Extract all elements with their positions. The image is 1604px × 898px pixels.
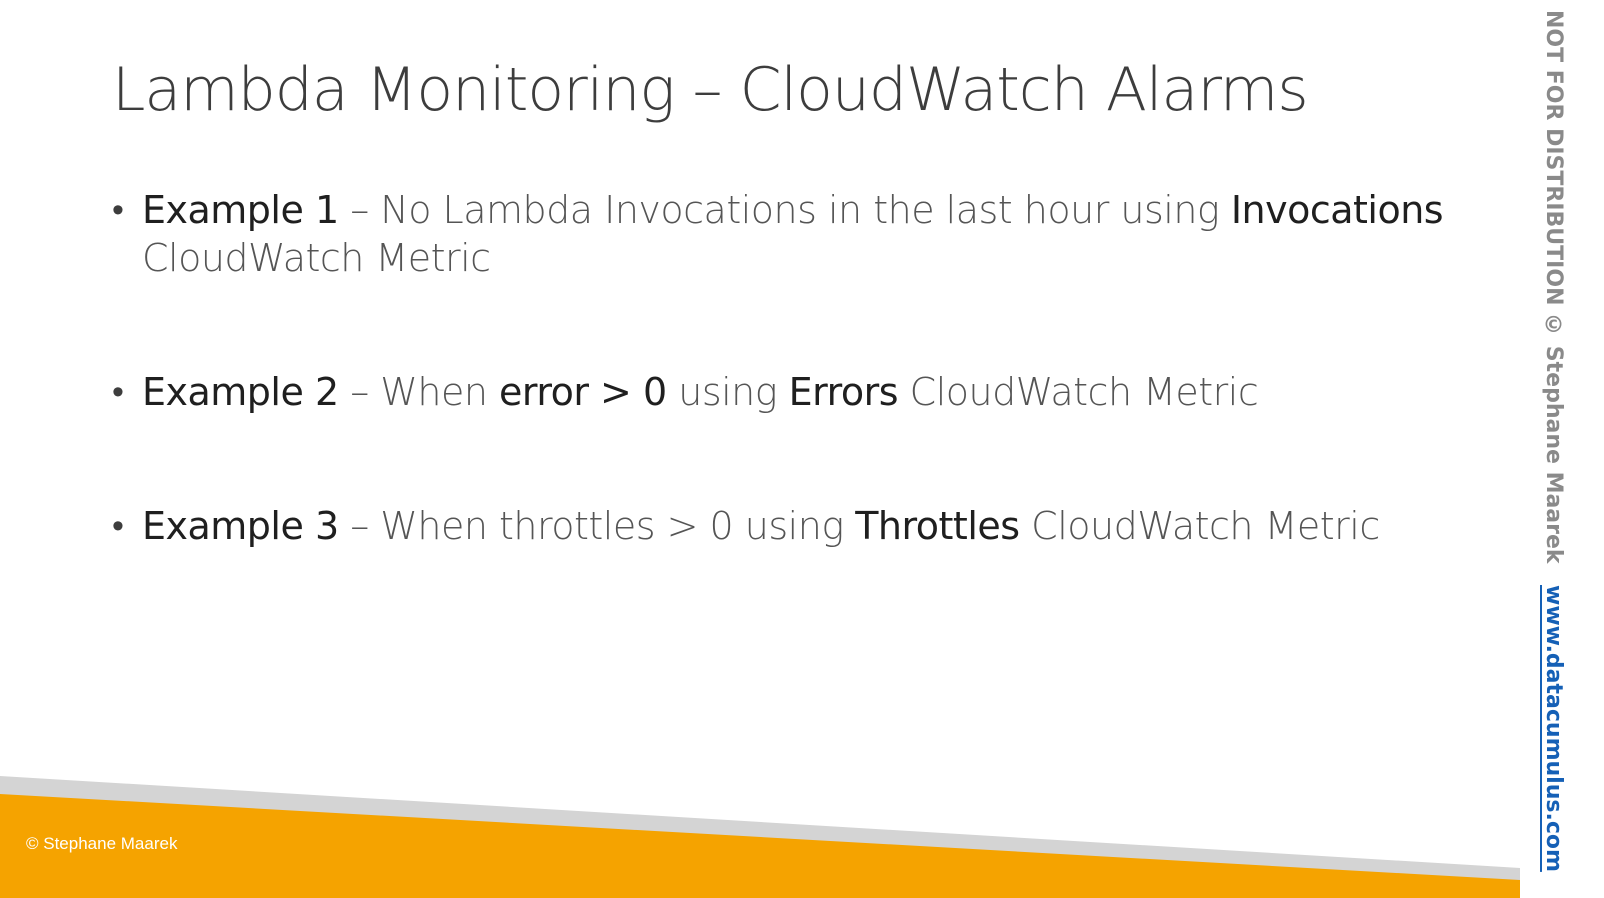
bullet-text-segment: – No Lambda Invocations in the last hour… [338, 188, 1231, 232]
footer-copyright: © Stephane Maarek [26, 834, 178, 853]
bullet-example-3: Example 3 – When throttles > 0 using Thr… [112, 502, 1452, 550]
watermark-link[interactable]: www.datacumulus.com [1541, 585, 1566, 873]
footer-band-orange [0, 794, 1520, 898]
bullet-text-segment: – When throttles > 0 using [338, 504, 856, 548]
bullet-text-segment: Example 3 [142, 504, 339, 548]
bullet-text-segment: Invocations [1230, 188, 1444, 232]
bullet-text-segment: Throttles [855, 504, 1020, 548]
bullet-list: Example 1 – No Lambda Invocations in the… [112, 186, 1452, 550]
bullet-text-segment: error > 0 [498, 370, 667, 414]
bullet-text-segment: Example 1 [142, 188, 339, 232]
slide-title: Lambda Monitoring – CloudWatch Alarms [112, 55, 1309, 125]
bullet-example-1: Example 1 – No Lambda Invocations in the… [112, 186, 1452, 282]
bullet-example-2: Example 2 – When error > 0 using Errors … [112, 368, 1452, 416]
bullet-text-segment: Example 2 [142, 370, 339, 414]
distribution-watermark: NOT FOR DISTRIBUTION © Stephane Maarek w… [1537, 10, 1569, 873]
bullet-text-segment: CloudWatch Metric [898, 370, 1259, 414]
bullet-text-segment: using [666, 370, 789, 414]
watermark-notice: NOT FOR DISTRIBUTION © Stephane Maarek [1541, 10, 1566, 564]
bullet-text-segment: CloudWatch Metric [1019, 504, 1380, 548]
bullet-text-segment: Errors [788, 370, 899, 414]
bullet-text-segment: CloudWatch Metric [142, 236, 491, 280]
bullet-text-segment: – When [338, 370, 499, 414]
